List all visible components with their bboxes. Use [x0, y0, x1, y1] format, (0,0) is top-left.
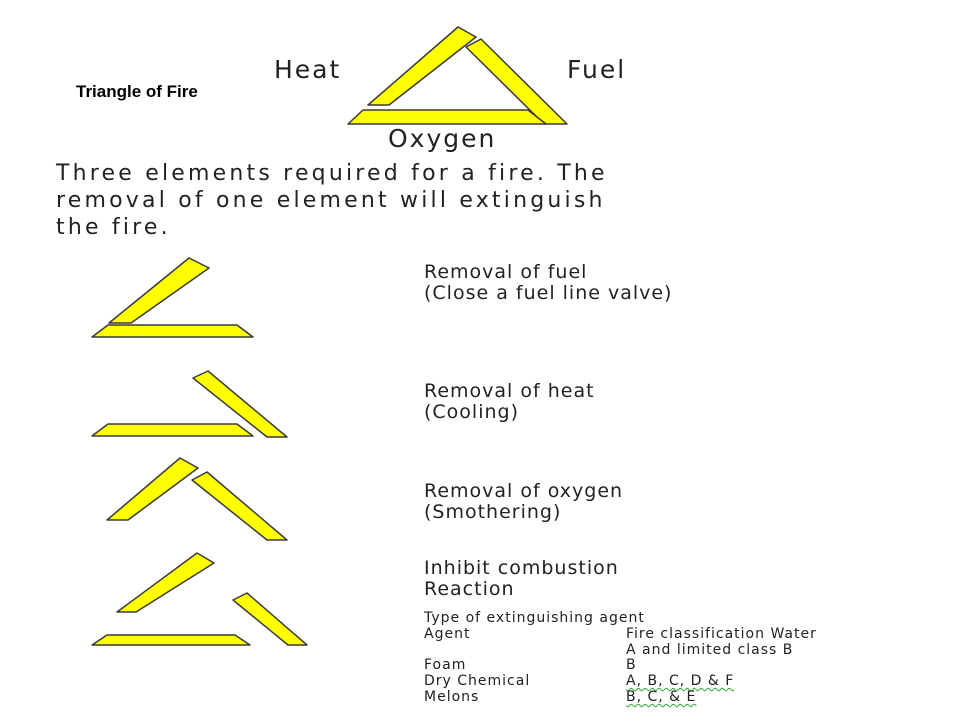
method-title: Removal of fuel: [424, 261, 588, 283]
agent-name: Water: [770, 626, 817, 642]
method-detail: Reaction: [424, 578, 515, 600]
table-row-classification: A, B, C, D & F: [626, 673, 735, 689]
intro-line: removal of one element will extinguish: [56, 188, 606, 213]
agents-table-header-classification: Fire classification Water: [626, 626, 817, 643]
table-row-classification: B: [626, 657, 637, 673]
fuel-side: [465, 38, 568, 125]
inhibit-combustion-diagram: [91, 552, 308, 646]
method-removal-of-heat: Removal of heat (Cooling): [424, 381, 595, 423]
oxygen-side: [91, 634, 251, 646]
table-row-classification: B, C, & E: [626, 689, 697, 705]
oxygen-side: [347, 109, 547, 125]
fuel-side: [191, 471, 288, 541]
agents-table-caption: Type of extinguishing agent: [424, 610, 645, 626]
heat-side: [116, 552, 215, 613]
intro-paragraph: Three elements required for a fire. The …: [56, 160, 608, 241]
removal-of-fuel-diagram: [91, 257, 254, 338]
method-removal-of-fuel: Removal of fuel (Close a fuel line valve…: [424, 262, 672, 304]
removal-of-oxygen-diagram: [106, 457, 288, 541]
heat-label: Heat: [274, 55, 342, 84]
agents-table-header-agent: Agent: [424, 626, 471, 642]
intro-line: Three elements required for a fire. The: [56, 161, 608, 186]
method-removal-of-oxygen: Removal of oxygen (Smothering): [424, 481, 623, 523]
header-classification-text: Fire classification: [626, 626, 765, 642]
method-detail: (Cooling): [424, 401, 520, 423]
removal-of-heat-diagram: [91, 370, 288, 438]
table-row-agent: Dry Chemical: [424, 673, 531, 689]
heat-side: [106, 457, 199, 521]
heat-side: [367, 26, 477, 106]
method-inhibit-combustion: Inhibit combustion Reaction: [424, 558, 619, 600]
method-title: Removal of heat: [424, 380, 595, 402]
method-title: Removal of oxygen: [424, 480, 624, 502]
table-row-classification: A and limited class B: [626, 642, 794, 658]
fuel-side: [192, 370, 288, 438]
fuel-side: [232, 592, 308, 646]
oxygen-label: Oxygen: [388, 124, 497, 153]
page-title: Triangle of Fire: [76, 82, 198, 101]
method-detail: (Smothering): [424, 501, 562, 523]
table-row-agent: Melons: [424, 689, 480, 705]
oxygen-side: [91, 324, 254, 338]
heat-side: [108, 257, 210, 324]
intro-line: the fire.: [56, 215, 171, 240]
method-detail: (Close a fuel line valve): [424, 282, 673, 304]
method-title: Inhibit combustion: [424, 557, 619, 579]
table-row-agent: Foam: [424, 657, 467, 673]
oxygen-side: [91, 423, 254, 437]
fuel-label: Fuel: [567, 55, 627, 84]
main-fire-triangle: [347, 26, 568, 125]
